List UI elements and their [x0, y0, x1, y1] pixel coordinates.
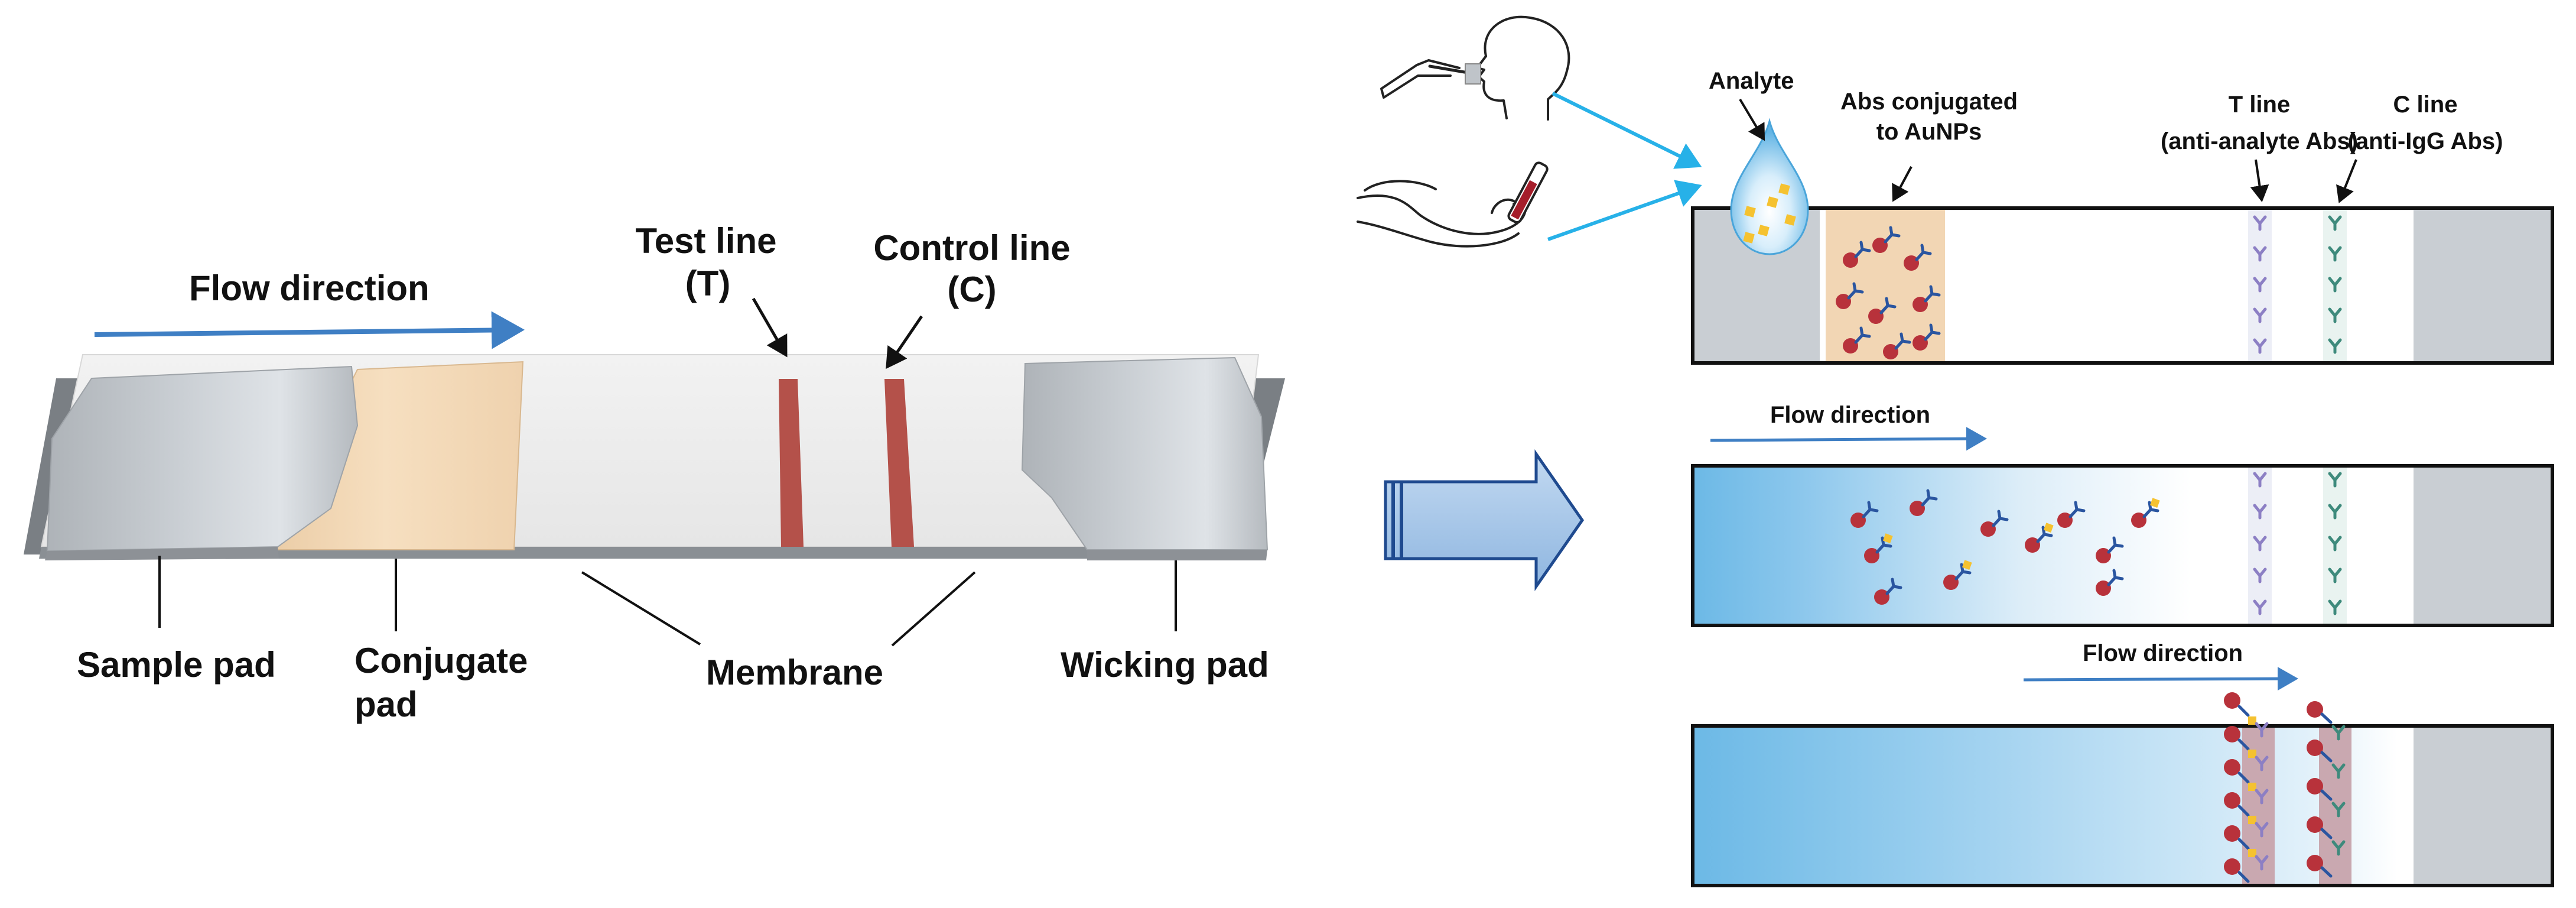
membrane-leader-left	[581, 571, 701, 646]
strip2-wicking-pad	[2414, 466, 2552, 625]
conjugate-pad-label-line1: Conjugate	[354, 641, 528, 680]
control-line	[884, 379, 914, 547]
flow-direction-arrow	[94, 311, 525, 349]
control-line-label: Control line	[873, 228, 1070, 268]
t-line-label: T line	[2229, 92, 2290, 118]
membrane-label: Membrane	[706, 653, 883, 692]
strip-flowing	[1691, 464, 2554, 627]
analyte-label: Analyte	[1709, 68, 1794, 94]
analyte-pointer	[1739, 98, 1765, 141]
test-line-symbol: (T)	[685, 264, 731, 303]
flow-direction-arrow-2	[1710, 427, 1987, 451]
control-line-symbol: (C)	[947, 270, 996, 309]
process-arrow	[1384, 449, 1585, 591]
strip3-wicking-pad	[2414, 726, 2552, 886]
flow-direction-label: Flow direction	[189, 268, 430, 308]
sample-pad	[46, 365, 359, 552]
nasal-swab-icon	[1380, 15, 1570, 121]
conjugate-pad-label-line2: pad	[354, 685, 418, 724]
strip-initial	[1691, 206, 2554, 365]
strip-result	[1691, 692, 2554, 887]
test-line-label: Test line	[636, 221, 777, 261]
c-line-label: C line	[2393, 92, 2458, 118]
flow-direction-label-3: Flow direction	[2083, 640, 2243, 666]
control-line-pointer	[886, 315, 923, 369]
membrane-leader-right	[891, 571, 976, 647]
c-line-sublabel: (anti-IgG Abs)	[2348, 128, 2503, 154]
abs-conjugated-pointer	[1892, 166, 1913, 202]
sample-pad-front	[45, 547, 279, 560]
blood-to-strip-arrow	[1547, 180, 1702, 241]
lateral-flow-strip	[24, 354, 1285, 560]
t-line-sublabel: (anti-analyte Abs)	[2161, 128, 2358, 154]
sample-pad-label: Sample pad	[77, 645, 276, 685]
strip1-wicking-pad	[2414, 208, 2552, 363]
blood-sample-hand-icon	[1357, 161, 1549, 248]
wicking-pad-label: Wicking pad	[1061, 645, 1269, 685]
test-line	[779, 379, 804, 547]
analyte-drop	[1730, 118, 1809, 255]
abs-conjugated-label-line2: to AuNPs	[1876, 119, 1982, 145]
c-line-pointer	[2336, 159, 2357, 203]
wicking-pad-front	[1087, 550, 1267, 560]
flow-direction-arrow-3	[2023, 667, 2298, 691]
swab-to-strip-arrow	[1552, 92, 1702, 169]
abs-conjugated-label-line1: Abs conjugated	[1840, 89, 2018, 115]
test-line-pointer	[752, 297, 788, 358]
t-line-pointer	[2250, 159, 2269, 202]
flow-direction-label-2: Flow direction	[1770, 402, 1930, 428]
